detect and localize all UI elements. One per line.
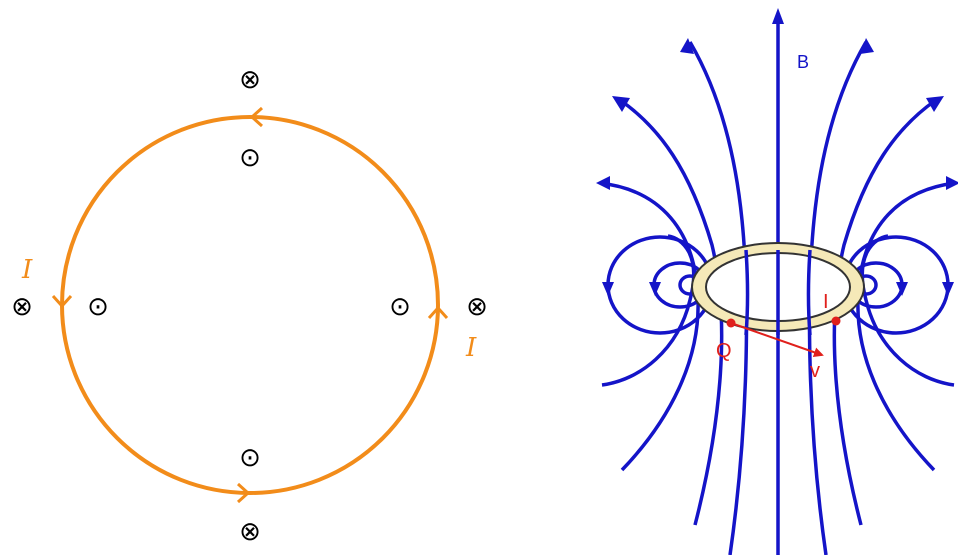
field-line-right-1-front [806, 249, 812, 336]
into-page-symbol-right: ⊗ [466, 292, 488, 322]
field-arrowhead-left-2 [612, 96, 630, 112]
field-line-left-2 [618, 98, 724, 526]
field-label-b: B [797, 52, 809, 72]
loop-arrow-right [427, 305, 449, 320]
current-label-ring: I [823, 291, 829, 313]
field-arrow-axis [772, 8, 784, 24]
charge-label-q: Q [716, 340, 732, 362]
into-page-symbol-top: ⊗ [239, 65, 261, 95]
field-arrowhead-loop-right [942, 282, 954, 296]
out-of-page-symbol-bottom: ⊙ [239, 443, 261, 473]
right-field-diagram: B I Q v [596, 8, 958, 555]
field-arrowhead-right-3 [946, 176, 958, 190]
velocity-vector [730, 322, 824, 358]
field-arrowhead-loop-left-mid [649, 282, 661, 296]
current-label-left: I [21, 255, 33, 285]
loop-arrow-bottom [236, 482, 251, 504]
field-line-left-1-front [744, 249, 750, 336]
field-line-right-1 [807, 41, 868, 555]
field-arrowhead-left-1 [680, 38, 694, 54]
field-arrowhead-right-2 [926, 96, 944, 112]
left-loop-diagram: I I ⊗ ⊗ ⊗ ⊗ ⊙ ⊙ ⊙ ⊙ [11, 65, 488, 547]
out-of-page-symbol-top: ⊙ [239, 143, 261, 173]
current-dot [831, 316, 841, 326]
velocity-label-v: v [810, 360, 820, 382]
out-of-page-symbol-left: ⊙ [87, 292, 109, 322]
field-arrowhead-loop-right-mid [896, 282, 908, 296]
out-of-page-symbol-right: ⊙ [389, 292, 411, 322]
into-page-symbol-bottom: ⊗ [239, 517, 261, 547]
field-line-right-2 [832, 98, 938, 526]
field-line-left-4 [601, 234, 696, 387]
field-arrowheads [596, 38, 958, 296]
field-line-left-1 [688, 41, 749, 555]
field-arrowhead-left-3 [596, 176, 610, 190]
field-line-right-4 [860, 234, 955, 387]
field-arrowhead-loop-left [602, 282, 614, 296]
into-page-symbol-left: ⊗ [11, 292, 33, 322]
field-lines-front [744, 249, 812, 336]
loop-arrow-left [51, 294, 73, 309]
loop-arrow-top [249, 106, 264, 128]
current-loop [60, 115, 440, 495]
current-label-right: I [465, 333, 477, 363]
field-arrowhead-right-1 [860, 38, 874, 54]
